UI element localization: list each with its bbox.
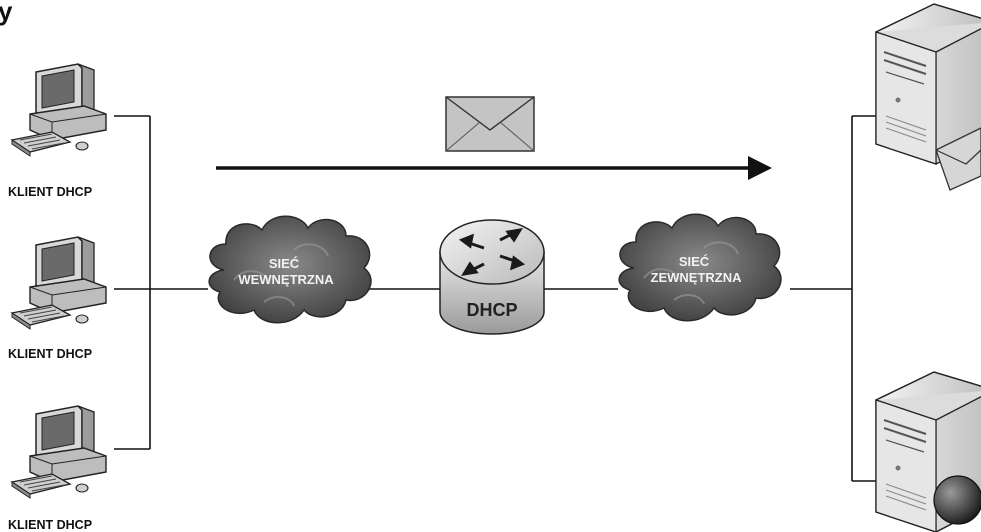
- arrow-right-icon: [216, 156, 772, 180]
- cloud-label-line2: ZEWNĘTRZNA: [651, 270, 743, 285]
- internal-network-cloud: SIEĆ WEWNĘTRZNA: [208, 215, 372, 324]
- router-icon[interactable]: DHCP: [439, 219, 545, 335]
- cloud-label-line1: SIEĆ: [269, 256, 300, 271]
- router-label: DHCP: [466, 300, 517, 320]
- computer-icon: [11, 236, 107, 330]
- client-2[interactable]: KLIENT DHCP: [8, 236, 107, 361]
- client-label: KLIENT DHCP: [8, 347, 92, 361]
- globe-icon: [933, 475, 981, 525]
- computer-icon: [11, 63, 107, 157]
- client-3[interactable]: KLIENT DHCP: [8, 405, 107, 532]
- cloud-label-line2: WEWNĘTRZNA: [238, 272, 334, 287]
- cloud-label-line1: SIEĆ: [679, 254, 710, 269]
- client-label: KLIENT DHCP: [8, 518, 92, 532]
- client-1[interactable]: KLIENT DHCP: [8, 63, 107, 199]
- server-db[interactable]: [875, 371, 981, 532]
- mail-envelope-icon: [935, 127, 981, 191]
- server-mail[interactable]: [875, 3, 981, 191]
- header-glyph: y: [0, 0, 13, 26]
- connection-lines: [114, 115, 880, 482]
- client-label: KLIENT DHCP: [8, 185, 92, 199]
- computer-icon: [11, 405, 107, 499]
- external-network-cloud: SIEĆ ZEWNĘTRZNA: [618, 213, 782, 322]
- envelope-icon: [445, 96, 535, 152]
